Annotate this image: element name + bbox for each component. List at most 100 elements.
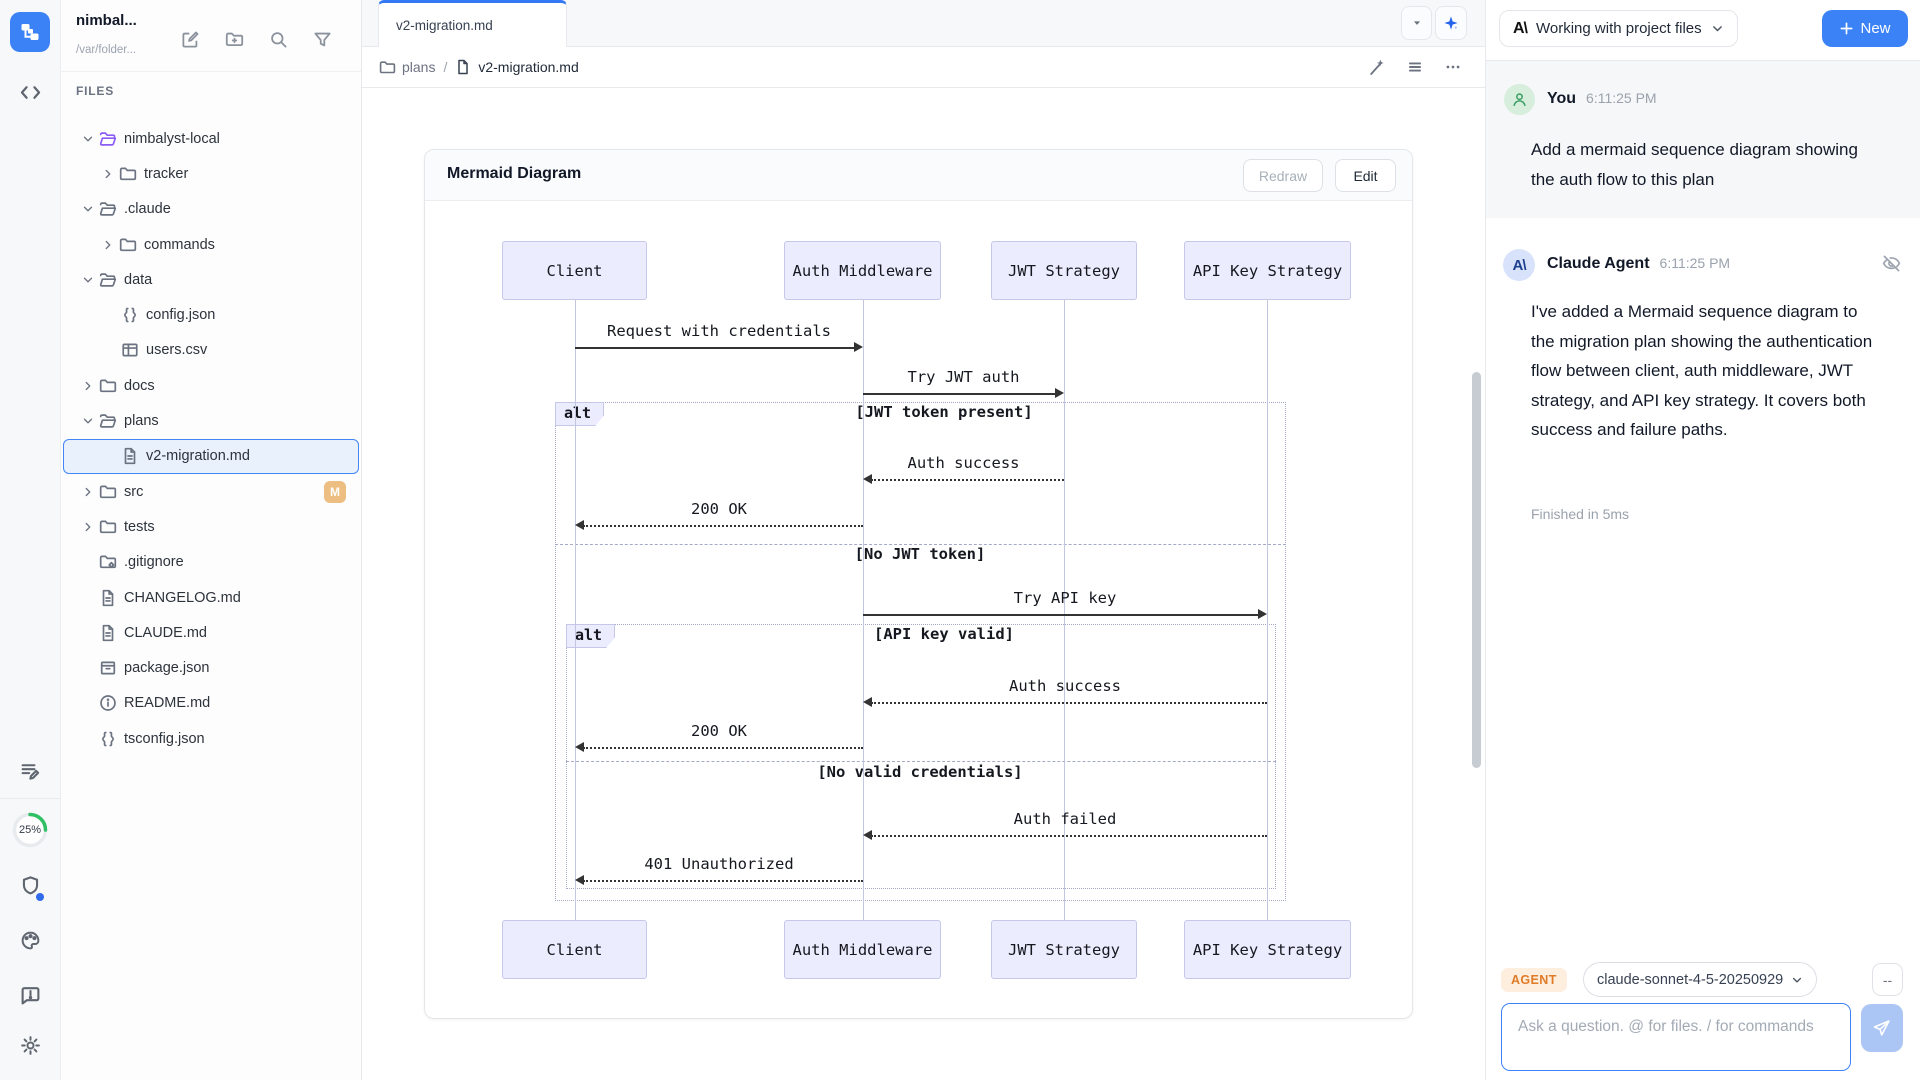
- context-selector[interactable]: A\ Working with project files: [1499, 10, 1738, 47]
- tree-item-label: tracker: [144, 166, 188, 182]
- context-usage-ring[interactable]: 25%: [11, 811, 49, 849]
- message-line: [863, 614, 1259, 616]
- tree-item-label: tests: [124, 519, 155, 535]
- chevron-right-icon: [81, 485, 95, 499]
- breadcrumb-folder[interactable]: plans: [402, 59, 435, 75]
- participant-top-auth-middleware: Auth Middleware: [784, 241, 941, 300]
- new-folder-icon[interactable]: [225, 30, 244, 49]
- agent-finished-status: Finished in 5ms: [1531, 506, 1629, 522]
- arrowhead-icon: [863, 474, 872, 484]
- files-section-header: FILES: [76, 84, 114, 98]
- flowchart-logo-icon: [18, 20, 42, 44]
- tree-item-src[interactable]: srcM: [63, 474, 359, 509]
- tree-item-plans[interactable]: plans: [63, 403, 359, 438]
- mermaid-diagram-card: Mermaid Diagram Redraw Edit alt[JWT toke…: [424, 149, 1413, 1019]
- plus-icon: [1839, 21, 1854, 36]
- arrowhead-icon: [575, 875, 584, 885]
- filter-icon[interactable]: [313, 30, 332, 49]
- notification-dot: [36, 893, 44, 901]
- model-selector[interactable]: claude-sonnet-4-5-20250929: [1583, 962, 1817, 997]
- tree-item-label: CHANGELOG.md: [124, 590, 241, 606]
- arrowhead-icon: [863, 697, 872, 707]
- tree-item-v2-migration-md[interactable]: v2-migration.md: [63, 439, 359, 474]
- tab-list-dropdown-button[interactable]: [1401, 6, 1432, 40]
- edit-button[interactable]: Edit: [1335, 159, 1396, 192]
- breadcrumb-file[interactable]: v2-migration.md: [478, 59, 578, 75]
- settings-gear-icon[interactable]: [20, 1035, 41, 1056]
- new-chat-label: New: [1860, 20, 1890, 37]
- table-icon: [121, 341, 139, 359]
- activity-bar: 25%: [0, 0, 61, 1080]
- message-label: 200 OK: [559, 498, 879, 520]
- app-logo[interactable]: [10, 12, 50, 52]
- outline-menu-icon[interactable]: [1406, 58, 1425, 77]
- package-icon: [99, 659, 117, 677]
- composer-overflow-button[interactable]: --: [1872, 963, 1903, 996]
- tree-item-readme-md[interactable]: README.md: [63, 686, 359, 721]
- notes-edit-icon[interactable]: [20, 760, 41, 781]
- tree-item-label: users.csv: [146, 342, 207, 358]
- hide-message-icon[interactable]: [1882, 254, 1901, 273]
- project-name: nimbal...: [76, 12, 137, 29]
- ai-wand-icon[interactable]: [1367, 58, 1386, 77]
- tree-item-tracker[interactable]: tracker: [63, 156, 359, 191]
- alt-else-condition: [No valid credentials]: [760, 763, 1080, 781]
- participant-bottom-auth-middleware: Auth Middleware: [784, 920, 941, 979]
- braces-icon: [121, 306, 139, 324]
- vertical-scrollbar[interactable]: [1472, 372, 1481, 768]
- tree-item--claude[interactable]: .claude: [63, 192, 359, 227]
- new-chat-button[interactable]: New: [1822, 10, 1908, 47]
- theme-palette-icon[interactable]: [20, 930, 41, 951]
- arrowhead-icon: [1055, 388, 1064, 398]
- tree-item-commands[interactable]: commands: [63, 227, 359, 262]
- tree-item-docs[interactable]: docs: [63, 368, 359, 403]
- tree-item-tsconfig-json[interactable]: tsconfig.json: [63, 721, 359, 756]
- tree-item-label: README.md: [124, 695, 210, 711]
- file-explorer: nimbal... /var/folder... FILES nimbalyst…: [61, 0, 362, 1080]
- model-selector-label: claude-sonnet-4-5-20250929: [1597, 972, 1783, 988]
- message-label: Try API key: [905, 587, 1225, 609]
- feedback-icon[interactable]: [20, 985, 41, 1006]
- tree-item-claude-md[interactable]: CLAUDE.md: [63, 615, 359, 650]
- agent-message-header: Claude Agent 6:11:25 PM: [1547, 255, 1730, 273]
- send-plane-icon: [1873, 1019, 1891, 1037]
- redraw-button[interactable]: Redraw: [1243, 159, 1323, 192]
- more-options-icon[interactable]: [1444, 58, 1463, 77]
- tree-item--gitignore[interactable]: .gitignore: [63, 545, 359, 580]
- tree-item-data[interactable]: data: [63, 262, 359, 297]
- chevron-down-icon: [81, 273, 95, 287]
- breadcrumb: plans / v2-migration.md: [362, 47, 1485, 88]
- alt-if-condition: [API key valid]: [784, 625, 1104, 643]
- tree-item-label: nimbalyst-local: [124, 131, 220, 147]
- search-icon[interactable]: [269, 30, 288, 49]
- lifeline-3: [1267, 300, 1268, 920]
- tree-item-tests[interactable]: tests: [63, 509, 359, 544]
- tree-item-label: data: [124, 272, 152, 288]
- arrowhead-icon: [575, 520, 584, 530]
- message-line: [583, 747, 863, 749]
- tab-v2-migration[interactable]: v2-migration.md: [378, 0, 567, 47]
- message-line: [871, 479, 1064, 481]
- tab-bar: v2-migration.md: [362, 0, 1485, 47]
- code-view-icon[interactable]: [20, 82, 41, 103]
- chat-input[interactable]: [1501, 1003, 1851, 1071]
- file-text-icon: [121, 447, 139, 465]
- new-ai-tab-button[interactable]: [1435, 6, 1467, 40]
- participant-top-jwt-strategy: JWT Strategy: [991, 241, 1137, 300]
- sidebar-divider: [61, 71, 361, 72]
- chevron-right-icon: [101, 167, 115, 181]
- tree-item-config-json[interactable]: config.json: [63, 297, 359, 332]
- tree-item-nimbalyst-local[interactable]: nimbalyst-local: [63, 121, 359, 156]
- message-line: [871, 835, 1267, 837]
- folder-open-icon: [99, 412, 117, 430]
- tree-item-package-json[interactable]: package.json: [63, 650, 359, 685]
- tree-item-users-csv[interactable]: users.csv: [63, 333, 359, 368]
- tree-item-label: .claude: [124, 201, 171, 217]
- tree-item-changelog-md[interactable]: CHANGELOG.md: [63, 580, 359, 615]
- modified-badge: M: [324, 481, 346, 503]
- user-message: You 6:11:25 PM Add a mermaid sequence di…: [1486, 61, 1920, 218]
- agent-message-text: I've added a Mermaid sequence diagram to…: [1531, 297, 1876, 445]
- send-button[interactable]: [1861, 1004, 1903, 1052]
- edit-file-icon[interactable]: [181, 30, 200, 49]
- participant-top-api-key-strategy: API Key Strategy: [1184, 241, 1351, 300]
